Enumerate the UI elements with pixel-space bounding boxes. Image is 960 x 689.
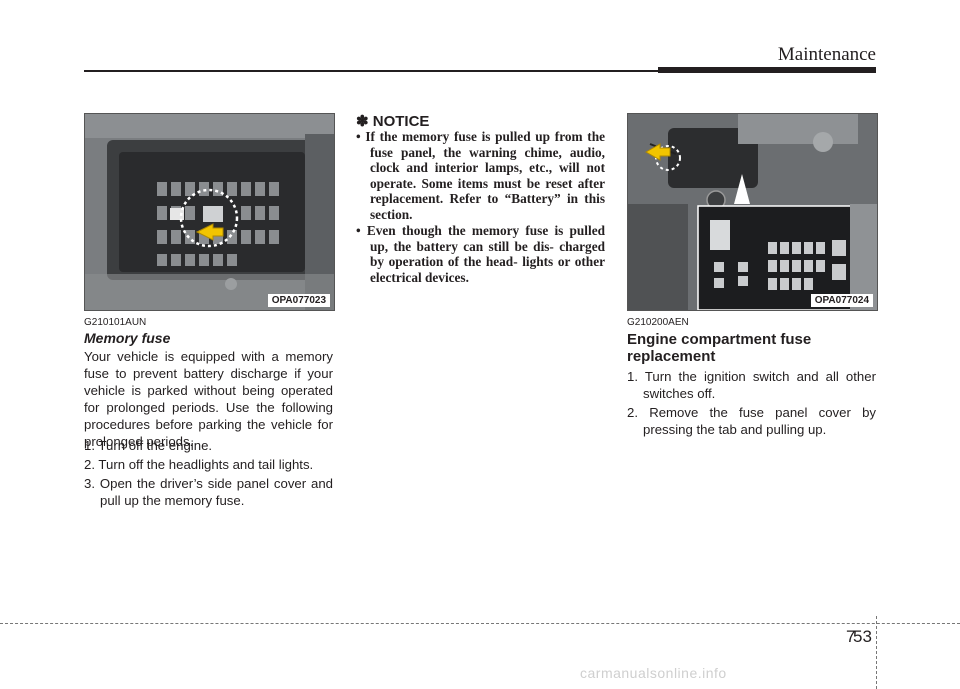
header-rule — [84, 70, 660, 72]
memory-fuse-steps: 1. Turn off the engine. 2. Turn off the … — [84, 437, 333, 511]
memory-fuse-paragraph: Your vehicle is equipped with a memory f… — [84, 349, 333, 449]
reference-code: G210101AUN — [84, 317, 147, 328]
engine-fuse-steps: 1. Turn the ignition switch and all othe… — [627, 368, 876, 440]
fuse-panel-illustration — [85, 114, 334, 310]
step-item: 1. Turn the ignition switch and all othe… — [627, 369, 876, 401]
notice-item: • Even though the memory fuse is pulled … — [356, 223, 605, 285]
step-item: 3. Open the driver’s side panel cover an… — [84, 476, 333, 508]
step-item: 2. Turn off the headlights and tail ligh… — [84, 457, 314, 472]
memory-fuse-heading: Memory fuse — [84, 330, 171, 346]
watermark: carmanualsonline.info — [580, 665, 727, 681]
notice-list: • If the memory fuse is pulled up from t… — [356, 129, 605, 286]
header-rule-accent — [658, 67, 876, 73]
memory-fuse-photo: OPA077023 — [84, 113, 335, 311]
engine-fuse-heading: Engine compartment fuse replacement — [627, 331, 812, 365]
step-item: 2. Remove the fuse panel cover by pressi… — [627, 405, 876, 437]
chapter-number: 7 — [846, 627, 856, 646]
notice-title: ✽ NOTICE — [356, 113, 430, 130]
section-title: Maintenance — [777, 44, 876, 65]
photo-label: OPA077023 — [267, 294, 330, 307]
step-item: 1. Turn off the engine. — [84, 438, 213, 453]
engine-fuse-photo: OPA077024 — [627, 113, 878, 311]
footer-rule — [0, 623, 960, 624]
footer-divider — [876, 616, 878, 689]
reference-code: G210200AEN — [627, 317, 689, 328]
page-number: 53 — [853, 627, 872, 646]
engine-fuse-illustration — [628, 114, 877, 310]
notice-item: • If the memory fuse is pulled up from t… — [356, 129, 605, 222]
photo-label: OPA077024 — [810, 294, 873, 307]
